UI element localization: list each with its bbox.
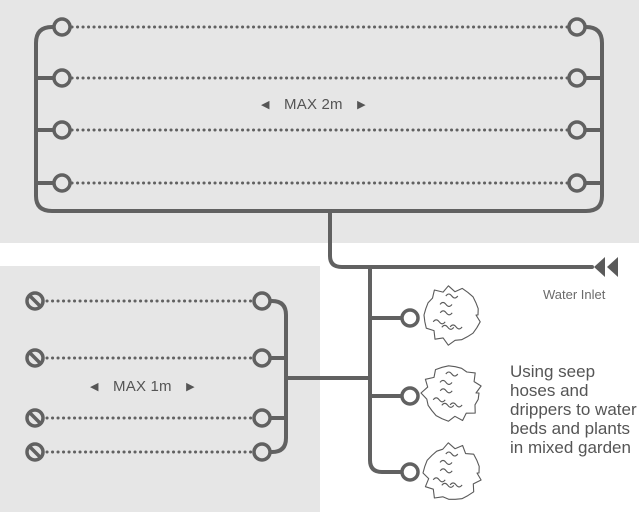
dripper-emitters xyxy=(400,308,420,482)
dripper-icon xyxy=(400,308,420,328)
main-feed-pipe xyxy=(328,209,594,269)
right-arrow-icon: ▶ xyxy=(357,99,366,111)
connector-icon xyxy=(52,68,72,88)
connector-icon xyxy=(567,17,587,37)
end-cap-icon xyxy=(25,348,45,368)
shrub-icon xyxy=(420,365,482,422)
shrub-icon xyxy=(423,285,481,346)
top-bed-hoses xyxy=(70,25,570,185)
left-arrow-icon: ◀ xyxy=(90,381,99,393)
end-cap-icon xyxy=(25,442,45,462)
bottom-bed-hoses xyxy=(45,299,254,454)
right-arrow-icon: ▶ xyxy=(186,381,195,393)
connector-icon xyxy=(52,17,72,37)
shrubs xyxy=(420,285,482,500)
top-bed-pipes xyxy=(34,25,604,269)
connector-icon xyxy=(52,173,72,193)
bottom-bed-max-text: MAX 1m xyxy=(113,378,172,395)
connector-icon xyxy=(567,173,587,193)
connector-icon xyxy=(252,442,272,462)
double-left-arrow-icon xyxy=(594,257,618,277)
dripper-feeder-pipe xyxy=(368,265,402,474)
bottom-bed-max-label: ◀ MAX 1m ▶ xyxy=(90,378,195,395)
shrub-icon xyxy=(422,442,482,500)
end-cap-icon xyxy=(25,408,45,428)
connector-icon xyxy=(52,120,72,140)
garden-description: Using seep hoses and drippers to water b… xyxy=(510,362,637,457)
water-inlet-label: Water Inlet xyxy=(543,287,606,302)
top-bed-max-label: ◀ MAX 2m ▶ xyxy=(261,96,366,113)
dripper-icon xyxy=(400,386,420,406)
top-bed-loop xyxy=(34,25,604,213)
connector-icon xyxy=(252,291,272,311)
end-cap-icon xyxy=(25,291,45,311)
bottom-bed-loop xyxy=(260,299,288,454)
left-arrow-icon: ◀ xyxy=(261,99,270,111)
dripper-icon xyxy=(400,462,420,482)
connector-icon xyxy=(567,120,587,140)
top-bed-max-text: MAX 2m xyxy=(284,96,343,113)
connector-icon xyxy=(252,408,272,428)
bottom-bed-pipes xyxy=(260,265,402,474)
bottom-bed-connectors xyxy=(252,291,272,462)
connector-icon xyxy=(252,348,272,368)
top-bed-panel xyxy=(0,0,639,243)
connector-icon xyxy=(567,68,587,88)
bottom-bed-caps xyxy=(25,291,45,462)
top-bed-connectors xyxy=(52,17,587,193)
